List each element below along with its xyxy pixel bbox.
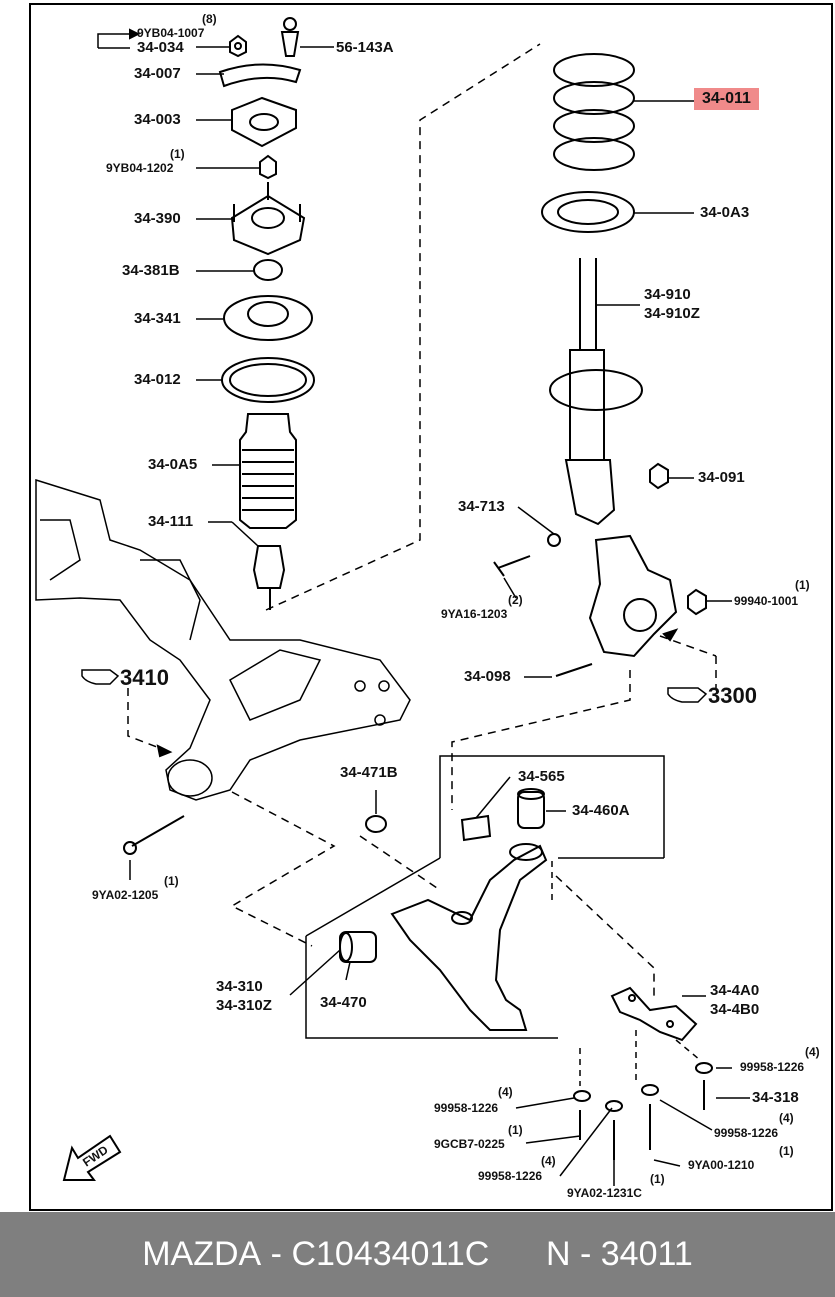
arm-bushing-part (460, 814, 492, 842)
spring-seat-part (541, 191, 635, 233)
label-99958-1226c: 99958-1226 (434, 1101, 499, 1115)
strut-damper-part (549, 258, 643, 526)
label-34-381b: 34-381B (122, 262, 180, 279)
qty-99958-1226c: (4) (498, 1085, 513, 1099)
label-9ya02-1231c: 9YA02-1231C (567, 1186, 642, 1200)
strut-nut-part (649, 462, 669, 490)
ref-3300[interactable]: 3300 (708, 683, 757, 708)
pointing-hand-icon-3300 (667, 687, 708, 703)
label-34-470: 34-470 (320, 994, 367, 1011)
diagram-drawing (29, 3, 833, 1211)
lower-arm-part (390, 843, 548, 1031)
qty-9ya02-1231c: (1) (650, 1172, 665, 1186)
bushing-part (253, 259, 283, 281)
qty-99958-1226a: (4) (805, 1045, 820, 1059)
bracket-part (610, 986, 698, 1042)
qty-9yb04-1007: (8) (202, 12, 217, 26)
label-34-341: 34-341 (134, 310, 181, 327)
label-34-565: 34-565 (518, 768, 565, 785)
washer-b-part (605, 1100, 623, 1112)
label-9ya00-1210: 9YA00-1210 (688, 1158, 755, 1172)
label-34-318: 34-318 (752, 1089, 799, 1106)
qty-9ya16-1203: (2) (508, 593, 523, 607)
hub-nut-part (687, 588, 707, 616)
label-34-011-highlighted: 34-011 (694, 88, 759, 110)
label-34-007: 34-007 (134, 65, 181, 82)
footer-separator: - (261, 1235, 292, 1273)
steering-knuckle-part (588, 534, 678, 658)
label-34-0a3: 34-0A3 (700, 204, 750, 221)
footer-part-code: C10434011C (291, 1235, 490, 1273)
label-9ya02-1205: 9YA02-1205 (92, 888, 159, 902)
label-34-310z: 34-310Z (216, 997, 272, 1014)
bolt-part (493, 555, 531, 577)
washer-c-part (641, 1084, 659, 1096)
label-34-910z: 34-910Z (644, 305, 700, 322)
front-bushing-part (339, 931, 377, 963)
mount-plate-part (231, 96, 297, 148)
fwd-arrow-icon (62, 1134, 122, 1181)
footer-gap (489, 1235, 546, 1274)
label-34-012: 34-012 (134, 371, 181, 388)
ref-3410[interactable]: 3410 (120, 665, 169, 690)
label-34-471b: 34-471B (340, 764, 398, 781)
qty-99940-1001: (1) (795, 578, 810, 592)
lock-nut-part (259, 154, 277, 180)
label-34-034: 34-034 (137, 39, 184, 56)
label-9gcb7-0225: 9GCB7-0225 (434, 1137, 505, 1151)
label-9yb04-1007: 9YB04-1007 (137, 26, 205, 40)
label-34-460a: 34-460A (572, 802, 630, 819)
dust-boot-part (239, 413, 297, 529)
qty-9gcb7-0225: (1) (508, 1123, 523, 1137)
qty-9yb04-1202: (1) (170, 147, 185, 161)
qty-9ya00-1210: (1) (779, 1144, 794, 1158)
arm-washer-part (365, 815, 387, 833)
label-34-910: 34-910 (644, 286, 691, 303)
qty-99958-1226d: (4) (541, 1154, 556, 1168)
label-99958-1226d: 99958-1226 (478, 1169, 543, 1183)
knuckle-bolt-part (555, 663, 593, 677)
parts-diagram: (8) 9YB04-1007 34-034 56-143A 34-007 34-… (29, 3, 833, 1211)
label-34-111: 34-111 (148, 513, 194, 530)
washer-part (547, 533, 561, 547)
subframe-part (35, 478, 411, 801)
footer-brand: MAZDA (142, 1235, 262, 1273)
label-34-0a5: 34-0A5 (148, 456, 198, 473)
strut-mount-part (230, 182, 306, 256)
qty-99958-1226b: (4) (779, 1111, 794, 1125)
clip-part (280, 17, 300, 57)
label-34-310: 34-310 (216, 978, 263, 995)
label-34-003: 34-003 (134, 111, 181, 128)
label-34-713: 34-713 (458, 498, 505, 515)
label-99940-1001: 99940-1001 (734, 594, 799, 608)
label-34-091: 34-091 (698, 469, 745, 486)
label-99958-1226a: 99958-1226 (740, 1060, 805, 1074)
label-9ya16-1203: 9YA16-1203 (441, 607, 508, 621)
washer-d-part (695, 1062, 713, 1074)
seat-ring-part (221, 357, 315, 403)
bump-stop-part (252, 545, 286, 610)
plate-part (218, 63, 302, 88)
subframe-bolt-part (131, 815, 185, 847)
qty-9ya02-1205: (1) (164, 874, 179, 888)
footer-group-code: N - 34011 (545, 1235, 693, 1273)
washer-a-part (573, 1090, 591, 1102)
bearing-part (223, 295, 313, 341)
coil-spring-part (553, 53, 635, 171)
label-34-098: 34-098 (464, 668, 511, 685)
pointing-hand-icon-3410 (81, 669, 120, 685)
footer-bar: MAZDA - C10434011C N - 34011 (0, 1212, 835, 1297)
rear-bushing-part (517, 788, 545, 829)
label-34-4b0: 34-4B0 (710, 1001, 760, 1018)
label-34-390: 34-390 (134, 210, 181, 227)
nut-part (229, 34, 247, 58)
label-34-4a0: 34-4A0 (710, 982, 760, 999)
label-9yb04-1202: 9YB04-1202 (106, 161, 174, 175)
label-56-143a: 56-143A (336, 39, 394, 56)
label-99958-1226b: 99958-1226 (714, 1126, 779, 1140)
